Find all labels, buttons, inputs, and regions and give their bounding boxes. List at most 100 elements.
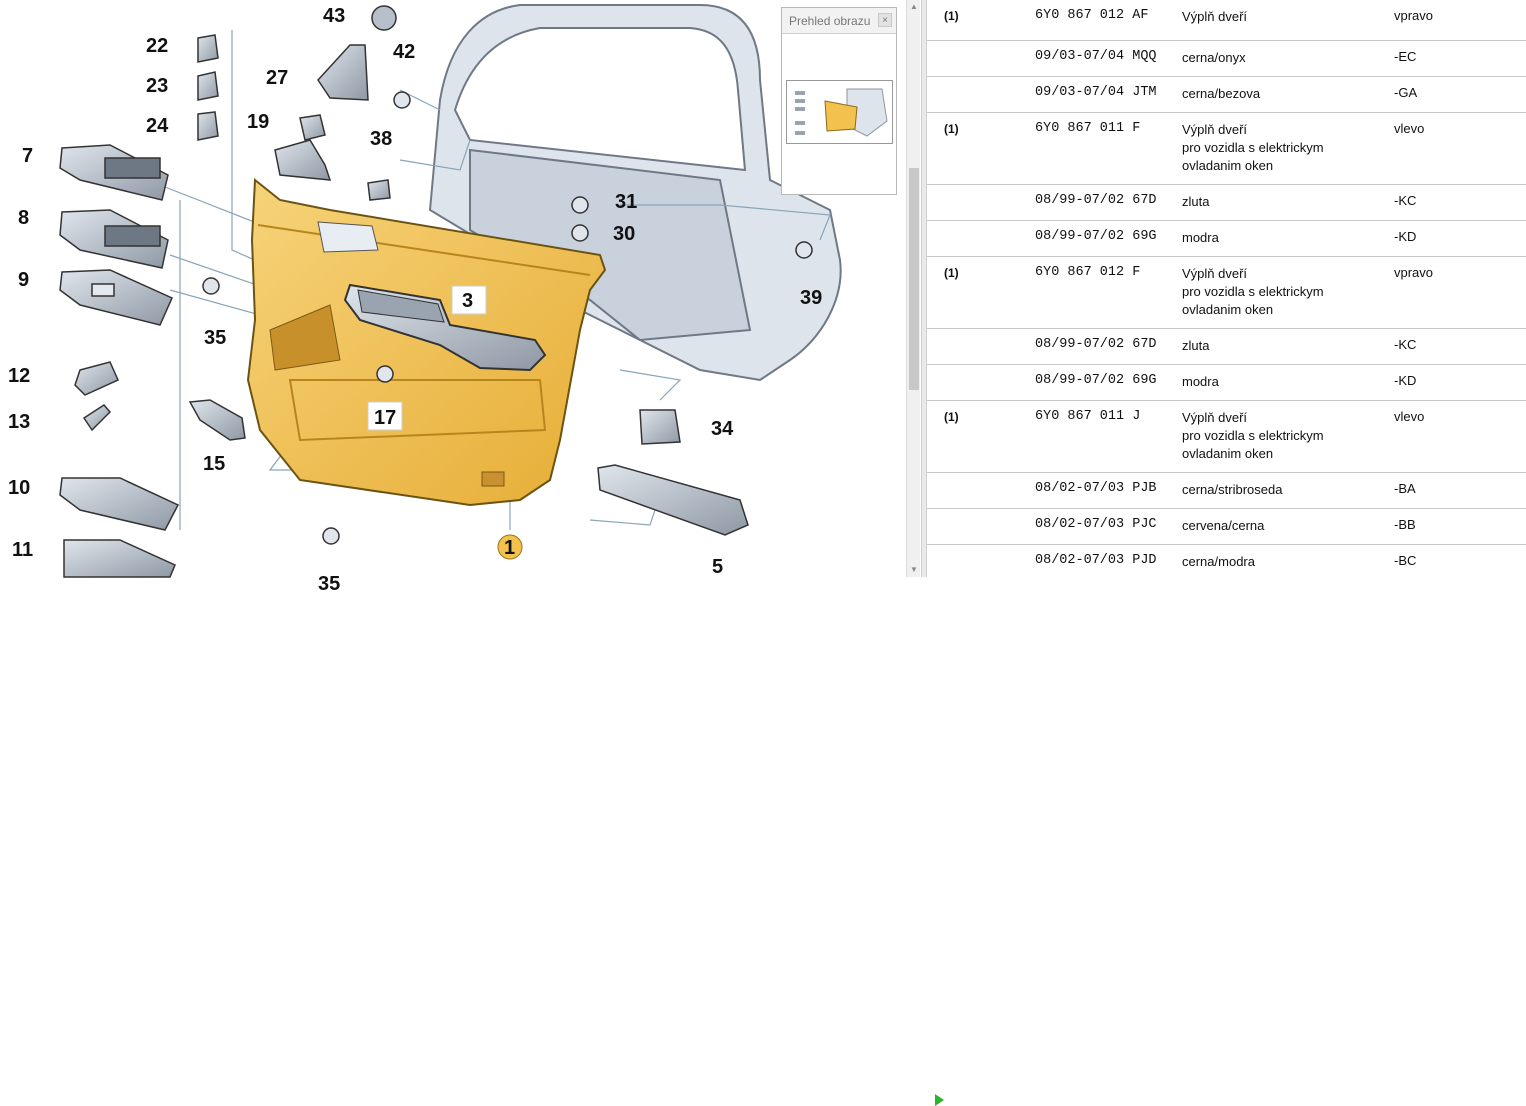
table-row[interactable]: 08/02-07/03 PJB cerna/stribroseda -BA <box>927 473 1526 509</box>
callout-39: 39 <box>800 287 822 309</box>
table-row[interactable]: (1) 6Y0 867 012 F Výplň dveří pro vozidl… <box>927 257 1526 329</box>
part-number: 08/99-07/02 69G <box>1035 229 1157 244</box>
part-number: 08/99-07/02 69G <box>1035 373 1157 388</box>
callout-3: 3 <box>462 290 473 312</box>
remark: vpravo <box>1394 8 1434 23</box>
callout-27: 27 <box>266 67 288 89</box>
description: Výplň dveří <box>1182 9 1248 24</box>
parts-diagram: 43 22 23 24 27 42 19 38 7 8 9 31 30 39 3… <box>0 0 906 595</box>
remark: -BC <box>1394 553 1417 568</box>
armrest-insert <box>343 283 547 372</box>
description: cerna/modra <box>1182 554 1255 569</box>
table-row[interactable]: 08/02-07/03 PJC cervena/cerna -BB <box>927 509 1526 545</box>
part-number: 08/02-07/03 PJB <box>1035 481 1157 496</box>
table-row[interactable]: 08/99-07/02 69G modra -KD <box>927 365 1526 401</box>
table-row[interactable]: (1) 6Y0 867 011 F Výplň dveří pro vozidl… <box>927 113 1526 185</box>
table-row[interactable]: 09/03-07/04 JTM cerna/bezova -GA <box>927 77 1526 113</box>
qty: (1) <box>944 410 959 424</box>
door-panel-exploded-view: 43 22 23 24 27 42 19 38 7 8 9 31 30 39 3… <box>8 4 842 595</box>
callout-30: 30 <box>613 223 635 245</box>
remark: vlevo <box>1394 409 1425 424</box>
callout-23: 23 <box>146 75 168 97</box>
part-number: 6Y0 867 012 AF <box>1035 8 1149 23</box>
description: Výplň dveří pro vozidla s elektrickym ov… <box>1182 410 1324 461</box>
callout-5: 5 <box>712 556 723 578</box>
pane-splitter[interactable] <box>921 0 927 577</box>
overview-titlebar[interactable]: Prehled obrazu × <box>782 8 896 34</box>
description: zluta <box>1182 338 1210 353</box>
part-number: 08/99-07/02 67D <box>1035 337 1157 352</box>
callout-1: 1 <box>504 537 515 559</box>
part-number: 6Y0 867 012 F <box>1035 265 1141 280</box>
scroll-down-icon[interactable]: ▼ <box>910 565 918 574</box>
callout-1-badge <box>497 534 523 560</box>
fasteners <box>202 5 813 545</box>
overview-thumbnail[interactable] <box>786 80 893 144</box>
switch-bezels <box>59 34 749 578</box>
callout-24: 24 <box>146 115 169 137</box>
door-frame <box>428 4 842 382</box>
table-row[interactable]: 08/02-07/03 PJD cerna/modra -BC <box>927 545 1526 1106</box>
description: Výplň dveří pro vozidla s elektrickym ov… <box>1182 122 1324 173</box>
remark: -BB <box>1394 517 1416 532</box>
table-row[interactable]: 08/99-07/02 67D zluta -KC <box>927 185 1526 221</box>
parts-list: (1) 6Y0 867 012 AF Výplň dveří vpravo 09… <box>927 0 1526 1106</box>
callout-19: 19 <box>247 111 269 133</box>
part-number: 08/02-07/03 PJD <box>1035 553 1157 568</box>
part-number: 08/02-07/03 PJC <box>1035 517 1157 532</box>
description: modra <box>1182 374 1219 389</box>
callout-10: 10 <box>8 477 30 499</box>
table-row[interactable]: (1) 6Y0 867 012 AF Výplň dveří vpravo <box>927 0 1526 41</box>
callout-35: 35 <box>204 327 226 349</box>
remark: -GA <box>1394 85 1418 100</box>
callout-43: 43 <box>323 5 345 27</box>
remark: vpravo <box>1394 265 1434 280</box>
callout-34: 34 <box>711 418 734 440</box>
qty: (1) <box>944 266 959 280</box>
description: cerna/bezova <box>1182 86 1261 101</box>
close-icon[interactable]: × <box>878 13 892 27</box>
description: Výplň dveří pro vozidla s elektrickym ov… <box>1182 266 1324 317</box>
description: modra <box>1182 230 1219 245</box>
overview-title: Prehled obrazu <box>789 14 871 28</box>
description: cervena/cerna <box>1182 518 1265 533</box>
callout-8: 8 <box>18 207 29 229</box>
description: cerna/stribroseda <box>1182 482 1283 497</box>
table-row[interactable]: 08/99-07/02 69G modra -KD <box>927 221 1526 257</box>
callout-9: 9 <box>18 269 29 291</box>
part-number: 09/03-07/04 JTM <box>1035 85 1157 100</box>
table-row[interactable]: (1) 6Y0 867 011 J Výplň dveří pro vozidl… <box>927 401 1526 473</box>
callout-7: 7 <box>22 145 33 167</box>
callout-17: 17 <box>374 407 396 429</box>
remark: -BA <box>1394 481 1416 496</box>
overview-window[interactable]: Prehled obrazu × <box>781 7 897 195</box>
callout-31: 31 <box>615 191 637 213</box>
remark: -KC <box>1394 337 1417 352</box>
scroll-up-icon[interactable]: ▲ <box>910 2 918 11</box>
part-number: 6Y0 867 011 F <box>1035 121 1141 136</box>
remark: -KD <box>1394 373 1417 388</box>
remark: vlevo <box>1394 121 1425 136</box>
callout-35b: 35 <box>318 573 340 595</box>
scrollbar-thumb[interactable] <box>909 168 919 390</box>
callout-38: 38 <box>370 128 392 150</box>
part-number: 09/03-07/04 MQQ <box>1035 49 1157 64</box>
remark: -KD <box>1394 229 1417 244</box>
door-trim-panel <box>246 177 607 507</box>
overview-thumbnail-image <box>787 81 892 143</box>
callout-12: 12 <box>8 365 30 387</box>
diagram-scrollbar[interactable]: ▲ ▼ <box>906 0 920 577</box>
table-row[interactable]: 09/03-07/04 MQQ cerna/onyx -EC <box>927 41 1526 77</box>
current-row-marker-icon <box>935 1094 944 1106</box>
callout-22: 22 <box>146 35 168 57</box>
table-row[interactable]: 08/99-07/02 67D zluta -KC <box>927 329 1526 365</box>
part-number: 6Y0 867 011 J <box>1035 409 1141 424</box>
description: cerna/onyx <box>1182 50 1246 65</box>
remark: -EC <box>1394 49 1417 64</box>
callout-13: 13 <box>8 411 30 433</box>
remark: -KC <box>1394 193 1417 208</box>
callout-11: 11 <box>12 539 33 561</box>
qty: (1) <box>944 122 959 136</box>
part-number: 08/99-07/02 67D <box>1035 193 1157 208</box>
callout-labels: 43 22 23 24 27 42 19 38 7 8 9 31 30 39 3… <box>8 5 822 595</box>
